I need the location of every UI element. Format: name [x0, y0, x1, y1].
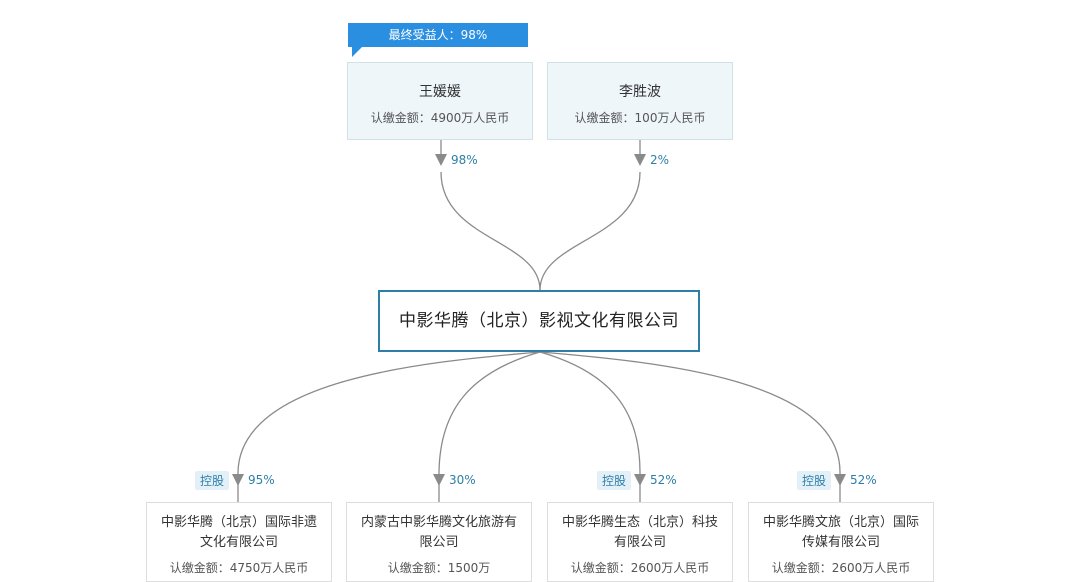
subsidiary-4-percent: 52%: [850, 473, 877, 487]
shareholder-1-percent: 98%: [451, 153, 478, 167]
shareholder-capital: 认缴金额：100万人民币: [574, 111, 706, 125]
subsidiary-name: 中影华腾（北京）国际非遗文化有限公司: [160, 515, 317, 550]
subsidiary-name: 中影华腾生态（北京）科技有限公司: [561, 515, 718, 550]
subsidiary-card-3[interactable]: 中影华腾生态（北京）科技有限公司 认缴金额：2600万人民币: [547, 502, 733, 582]
subsidiary-name: 内蒙古中影华腾文化旅游有限公司: [360, 515, 517, 550]
subsidiary-4-tag: 控股: [797, 471, 832, 490]
arrow-subsidiary-1: [232, 474, 244, 486]
shareholder-card-2[interactable]: 李胜波 认缴金额：100万人民币: [547, 62, 733, 140]
shareholder-capital: 认缴金额：4900万人民币: [370, 111, 510, 125]
center-company-box[interactable]: 中影华腾（北京）影视文化有限公司: [378, 290, 700, 352]
subsidiary-3-percent: 52%: [650, 473, 677, 487]
arrow-shareholder-1: [435, 154, 447, 166]
link-subsidiary-4: [539, 351, 841, 502]
subsidiary-card-1[interactable]: 中影华腾（北京）国际非遗文化有限公司 认缴金额：4750万人民币: [146, 502, 332, 582]
arrow-subsidiary-3: [634, 474, 646, 486]
subsidiary-capital: 认缴金额：2600万人民币: [771, 561, 911, 575]
subsidiary-capital: 认缴金额：2600万人民币: [570, 561, 710, 575]
shareholder-2-percent: 2%: [650, 153, 670, 167]
subsidiary-1-percent: 95%: [248, 473, 275, 487]
subsidiary-name: 中影华腾文旅（北京）国际传媒有限公司: [762, 515, 919, 550]
subsidiary-card-4[interactable]: 中影华腾文旅（北京）国际传媒有限公司 认缴金额：2600万人民币: [748, 502, 934, 582]
beneficiary-banner: 最终受益人：98%: [348, 23, 528, 47]
subsidiary-3-tag: 控股: [597, 471, 632, 490]
center-company-name: 中影华腾（北京）影视文化有限公司: [399, 311, 679, 331]
subsidiary-capital: 认缴金额：4750万人民币: [169, 561, 309, 575]
subsidiary-2-percent: 30%: [449, 473, 476, 487]
link-subsidiary-2: [438, 351, 541, 502]
shareholder-name: 李胜波: [619, 84, 661, 100]
beneficiary-banner-tip: [352, 47, 362, 57]
shareholder-name: 王媛媛: [419, 84, 461, 100]
subsidiary-1-tag: 控股: [195, 471, 230, 490]
arrow-subsidiary-2: [433, 474, 445, 486]
link-subsidiary-3: [539, 351, 641, 502]
arrow-shareholder-2: [634, 154, 646, 166]
subsidiary-capital: 认缴金额：1500万: [387, 561, 491, 575]
arrow-subsidiary-4: [834, 474, 846, 486]
shareholder-card-1[interactable]: 王媛媛 认缴金额：4900万人民币: [347, 62, 533, 140]
link-subsidiary-1: [237, 351, 541, 502]
link-shareholder-2: [539, 140, 641, 291]
subsidiary-card-2[interactable]: 内蒙古中影华腾文化旅游有限公司 认缴金额：1500万: [346, 502, 532, 582]
